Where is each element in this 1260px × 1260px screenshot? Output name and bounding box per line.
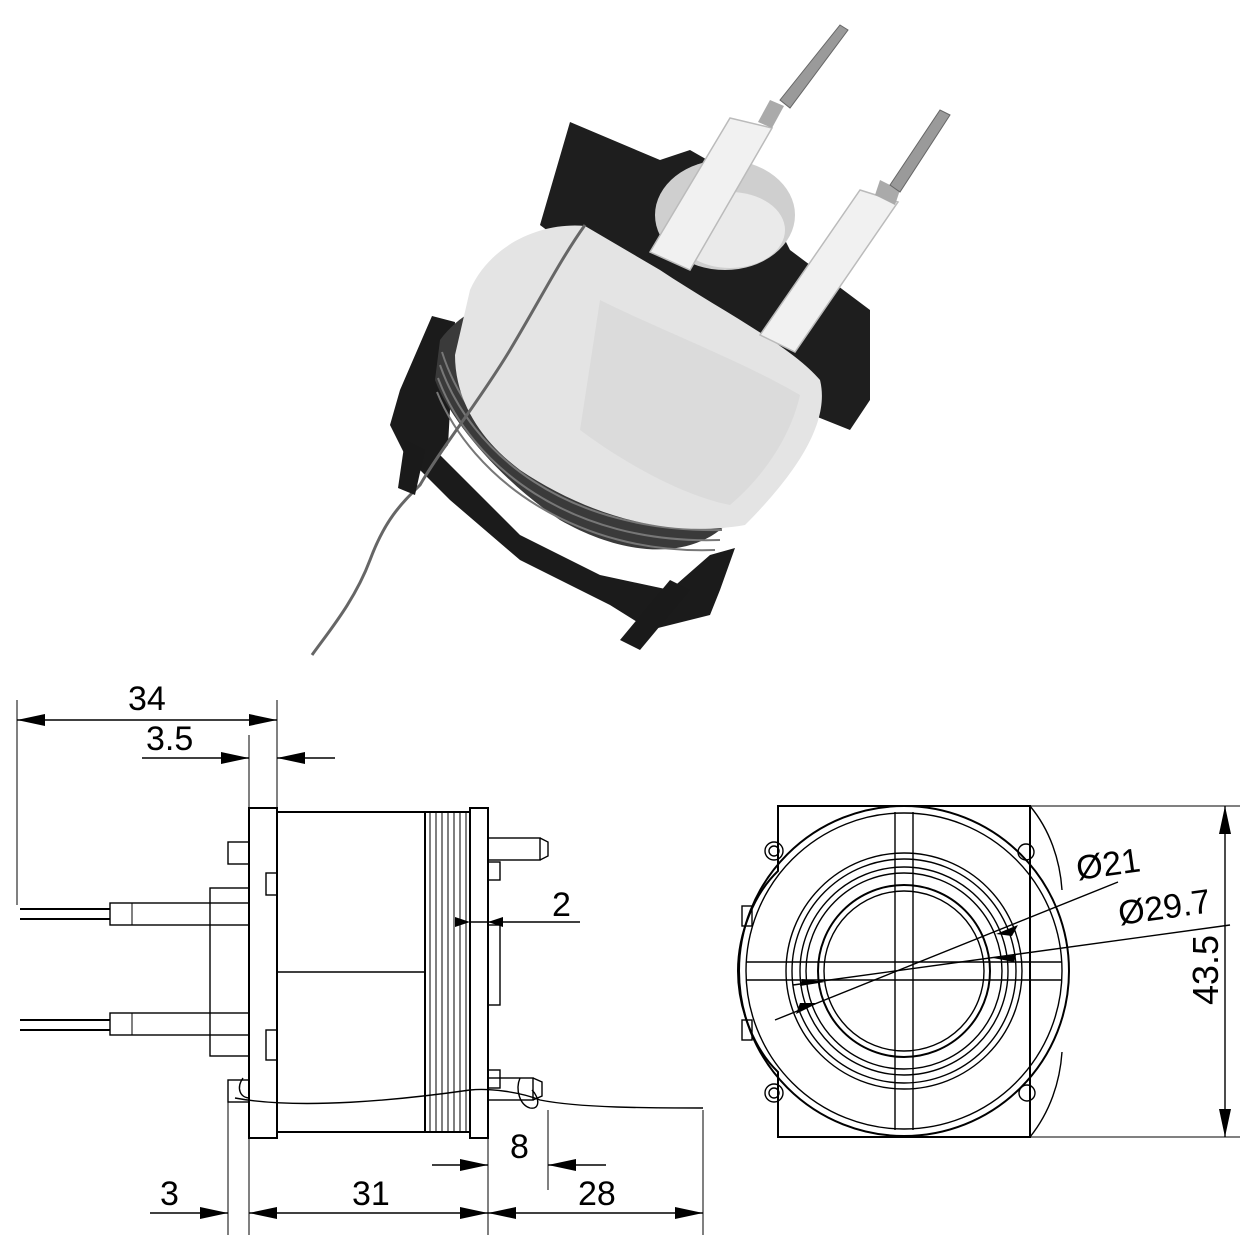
- dim-43-5: 43.5: [1185, 935, 1226, 1005]
- dim-diameter-29-7: Ø29.7: [1116, 882, 1213, 933]
- dim-diameter-21: Ø21: [1074, 841, 1143, 888]
- tape-shading: [580, 300, 800, 505]
- dim-28: 28: [578, 1175, 616, 1213]
- terminal-2: [758, 109, 951, 353]
- winding-lines: [429, 812, 467, 1132]
- terminal-1: [648, 24, 849, 271]
- dim-3-5: 3.5: [146, 720, 193, 758]
- dim-8: 8: [510, 1128, 529, 1166]
- front-flange: [390, 316, 735, 630]
- side-view-drawing: 34 3.5: [16, 680, 704, 1235]
- product-photo: [310, 24, 951, 656]
- dim-34: 34: [128, 680, 166, 718]
- dim-31: 31: [352, 1175, 390, 1213]
- dim-3: 3: [160, 1175, 179, 1213]
- lead-wire: [310, 224, 587, 656]
- bottom-pin: [620, 580, 690, 650]
- dim-2: 2: [552, 886, 571, 924]
- front-view-drawing: Ø21 Ø29.7 43.5: [736, 805, 1240, 1138]
- left-pin: [398, 440, 425, 495]
